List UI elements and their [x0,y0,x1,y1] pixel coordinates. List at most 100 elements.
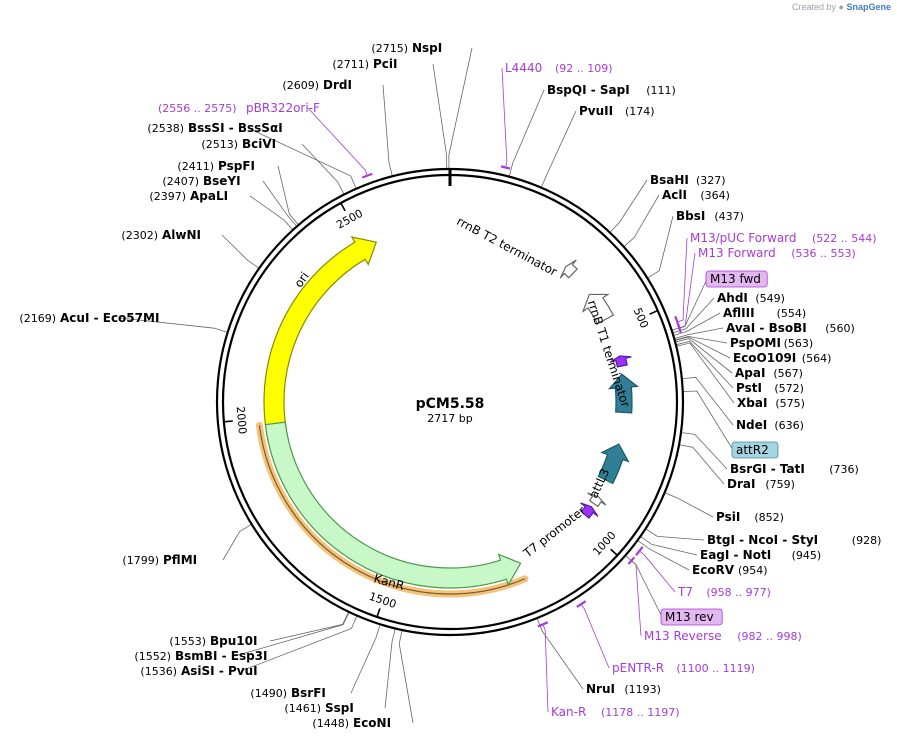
primer-pbr322ori-f: (2556 .. 2575)pBR322ori-F [158,101,320,115]
site-name: XbaI [737,396,767,410]
site-name: BsmBI - Esp3I [175,649,267,663]
tick-mark-500 [649,309,659,315]
restriction-site-avai-bsobi: AvaI - BsoBI(560) [726,321,855,335]
leader-line [536,617,584,690]
feature-arrow-ori [263,236,378,445]
restriction-site-pvuii: PvuII (174) [579,104,655,118]
boxed-label-m13-rev: M13 rev [660,608,723,626]
primer-range: (982 .. 998) [737,630,802,643]
leader-lines [119,47,735,724]
primer-range: (2556 .. 2575) [158,102,237,115]
restriction-site-bpu10i: (1553) Bpu10I [169,634,257,648]
site-position: (364) [700,189,730,202]
restriction-site-ahdi: AhdI(549) [717,291,785,305]
leader-line [508,89,545,177]
restriction-site-psii: PsiI(852) [716,510,784,524]
boxed-label-text: attR2 [736,443,769,457]
tick-mark-1000 [610,548,618,556]
site-position: (2169) [19,312,56,325]
primer-range: (1178 .. 1197) [601,706,680,719]
leader-line [675,340,734,389]
primer-range: (522 .. 544) [812,232,877,245]
site-position: (174) [625,105,655,118]
leader-line [222,523,252,561]
leader-line [674,336,731,359]
tick-label: 2500 [334,207,365,232]
boxed-label-m13-fwd: M13 fwd [705,270,768,288]
tick-label: 1500 [367,590,398,611]
site-position: (2538) [147,122,184,135]
site-position: (2715) [371,42,408,55]
leader-line [234,611,350,657]
primer-name: T7 [677,585,693,599]
leader-line [580,603,610,669]
site-name: PspOMI [730,336,781,350]
leader-line [673,312,721,336]
restriction-site-pspomi: PspOMI(563) [730,336,813,350]
site-position: (563) [784,337,814,350]
site-position: (736) [829,463,859,476]
restriction-site-nrui: NruI(1193) [586,682,661,696]
primer-l4440: L4440(92 .. 109) [505,61,613,75]
site-name: PstI [736,381,762,395]
restriction-site-ndei: NdeI (636) [736,418,804,432]
site-name: EcoNI [353,716,391,730]
plasmid-center: pCM5.58 2717 bp [416,396,485,425]
restriction-site-psti: PstI(572) [736,381,804,395]
leader-line [680,432,728,470]
restriction-site-econi: (1448) EcoNI [312,716,391,730]
restriction-site-ecoo109i: EcoO109I(564) [733,351,831,365]
site-name: NdeI [736,418,767,432]
site-position: (852) [754,511,784,524]
primer-name: M13/pUC Forward [690,231,797,245]
boxed-label-bg [660,608,723,626]
leader-line [664,492,714,518]
primer-mark-t7 [635,546,644,556]
site-name: BsrFI [291,686,326,700]
feature-label-rrnb-t2-terminator: rrnB T2 terminator [454,214,559,279]
restriction-site-drdi: (2609)DrdI [282,78,352,92]
feature-label-t7-promoter: T7 promoter [520,503,588,561]
site-position: (928) [852,534,882,547]
site-name: BssSI - BssSαI [188,121,283,135]
site-position: (1193) [624,683,661,696]
restriction-site-pcii: (2711)PciI [332,57,397,71]
leader-line [674,335,728,344]
restriction-site-bbsi: BbsI(437) [676,209,744,223]
site-name: EcoO109I [733,351,796,365]
leader-line [501,67,508,168]
site-position: (2411) [177,160,214,173]
restriction-site-bsssi-bsss-i: (2538) BssSI - BssSαI [147,121,282,135]
site-name: PvuII [579,104,613,118]
site-name: NspI [412,41,442,55]
leader-line [262,180,298,227]
leader-line [672,297,715,334]
restriction-site-eagi-noti: EagI - NotI(945) [700,548,821,562]
feature-arrow-kanr [264,421,522,589]
primer-mark-pbr322ori-f [361,172,373,179]
leader-line [432,63,448,170]
site-position: (2711) [332,58,369,71]
leader-line [221,234,260,269]
primer-name: M13 Forward [698,246,776,260]
site-position: (636) [774,419,804,432]
site-name: AhdI [717,291,748,305]
tick-label: 500 [631,306,651,330]
leader-line [350,624,381,694]
site-position: (554) [777,307,807,320]
restriction-site-bsmbi-esp3i: (1552)BsmBI - Esp3I [134,649,267,663]
leader-line [640,536,698,556]
leader-line [542,624,549,713]
primer-pentr-r: pENTR-R(1100 .. 1119) [612,661,755,675]
feature-arrow-unnamed [609,355,632,368]
site-position: (1553) [169,635,206,648]
site-position: (1448) [312,717,349,730]
site-position: (954) [738,564,768,577]
leader-line [384,628,396,709]
site-position: (759) [765,478,795,491]
site-name: Bpu10I [210,634,257,648]
site-name: EcoRV [692,563,735,577]
restriction-site-bsrgi-tati: BsrGI - TatI(736) [730,462,859,476]
leader-line [639,550,676,593]
site-position: (1799) [122,554,159,567]
